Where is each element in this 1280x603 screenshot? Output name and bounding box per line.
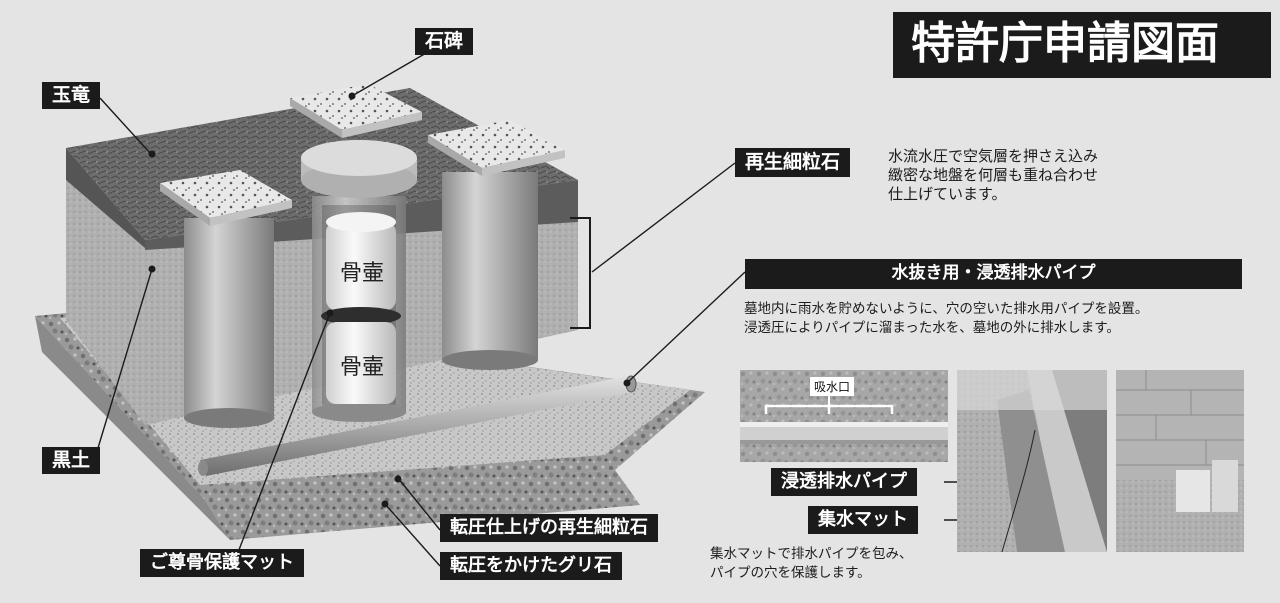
photo-pipe-intake: 吸水口: [740, 370, 948, 462]
gravel-base-side: [205, 470, 640, 540]
upper-urn-shape: [326, 222, 396, 310]
collection-mat-desc-2: パイプの穴を保護します。: [710, 565, 871, 581]
stone-top: [290, 84, 422, 130]
recycled-granular-desc-3: 仕上げています。: [888, 185, 1007, 203]
lower-urn-shape: [326, 322, 396, 404]
label-recycled-granular: 再生細粒石: [735, 148, 851, 177]
urn-protection-mat: [321, 307, 401, 325]
collection-mat-desc-1: 集水マットで排水パイプを包み、: [710, 546, 913, 562]
upper-urn-label: 骨壷: [340, 261, 385, 286]
label-drain-pipe: 水抜き用・浸透排水パイプ: [745, 259, 1242, 289]
label-compacted-gravel: 転圧をかけたグリ石: [440, 552, 622, 580]
right-column: [442, 172, 538, 360]
drain-pipe-desc-2: 浸透圧によりパイプに溜まった水を、墓地の外に排水します。: [744, 320, 1120, 336]
soil-front: [66, 180, 145, 425]
gravel-base-front: [35, 316, 230, 540]
label-infiltration-pipe: 浸透排水パイプ: [771, 468, 917, 496]
photo-block-wall: [1116, 370, 1244, 552]
leader-lines: [97, 44, 1030, 567]
label-urn-mat: ご尊骨保護マット: [140, 549, 304, 577]
label-sekihi: 石碑: [415, 28, 474, 55]
tamaryu-front-edge: [66, 148, 145, 248]
layer-bracket: [570, 217, 591, 329]
stone-left: [160, 170, 292, 218]
label-kokudo: 黒土: [42, 447, 101, 474]
left-column: [184, 218, 274, 418]
lower-urn-label: 骨壷: [340, 355, 385, 380]
label-collection-mat: 集水マット: [808, 506, 918, 534]
label-compacted-finish: 転圧仕上げの再生細粒石: [440, 514, 658, 542]
intake-label: 吸水口: [810, 377, 855, 396]
label-tamaryu: 玉竜: [42, 82, 101, 109]
stone-right: [428, 120, 565, 168]
drain-pipe: [198, 375, 637, 476]
drain-pipe-desc-1: 墓地内に雨水を貯めないように、穴の空いた排水用パイプを設置。: [744, 301, 1149, 317]
page-title: 特許庁申請図面: [893, 12, 1271, 78]
recycled-granular-desc-1: 水流水圧で空気層を押さえ込み: [888, 147, 1099, 165]
recycled-granular-desc-2: 緻密な地盤を何層も重ね合わせ: [888, 166, 1099, 184]
photo-wall-site: [957, 370, 1107, 552]
